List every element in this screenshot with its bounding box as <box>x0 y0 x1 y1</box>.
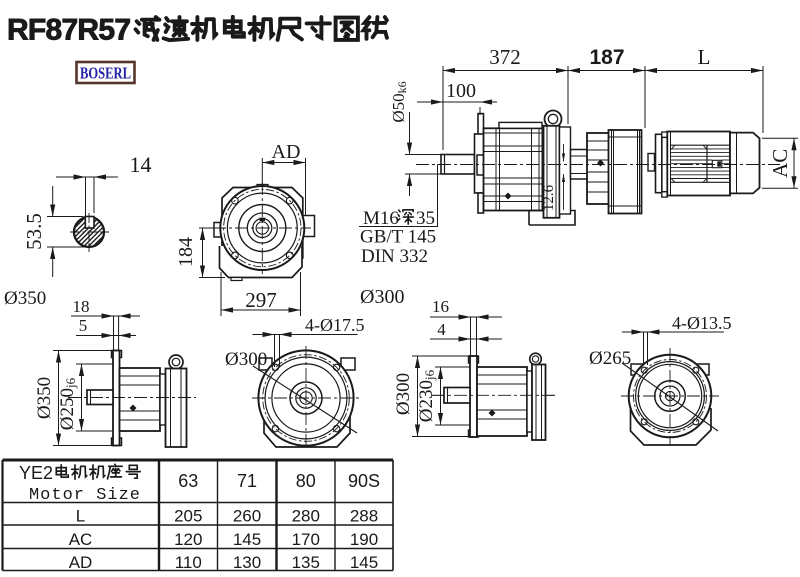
svg-text:135: 135 <box>292 553 320 572</box>
svg-text:4-Ø17.5: 4-Ø17.5 <box>305 315 365 335</box>
svg-text:AC: AC <box>768 149 792 178</box>
svg-text:297: 297 <box>245 288 277 312</box>
svg-text:DIN 332: DIN 332 <box>361 246 428 267</box>
svg-text:Motor Size: Motor Size <box>29 486 141 505</box>
svg-text:AD: AD <box>69 553 93 572</box>
svg-text:187: 187 <box>589 46 624 69</box>
svg-text:53.5: 53.5 <box>22 213 46 250</box>
svg-text:5: 5 <box>79 316 88 335</box>
svg-text:90S: 90S <box>348 471 380 491</box>
svg-text:170: 170 <box>292 530 320 549</box>
svg-text:80: 80 <box>296 471 316 491</box>
svg-text:Ø300: Ø300 <box>225 349 267 370</box>
svg-text:35: 35 <box>416 208 435 229</box>
svg-text:100: 100 <box>446 80 476 102</box>
svg-text:120: 120 <box>174 530 202 549</box>
svg-text:Ø350: Ø350 <box>4 288 46 309</box>
svg-text:190: 190 <box>350 530 378 549</box>
svg-text:Ø350: Ø350 <box>34 377 55 419</box>
svg-text:4-Ø13.5: 4-Ø13.5 <box>672 313 732 333</box>
svg-text:71: 71 <box>237 471 257 491</box>
svg-text:12.6: 12.6 <box>541 184 557 211</box>
svg-text:372: 372 <box>489 45 521 69</box>
svg-text:AD: AD <box>272 141 301 163</box>
svg-text:145: 145 <box>233 530 261 549</box>
svg-text:GB/T 145: GB/T 145 <box>360 227 436 248</box>
svg-text:Ø265: Ø265 <box>589 348 631 369</box>
svg-text:Ø250j6: Ø250j6 <box>57 377 78 430</box>
svg-text:130: 130 <box>233 553 261 572</box>
svg-text:BOSERL: BOSERL <box>80 64 131 83</box>
svg-text:4: 4 <box>437 320 446 339</box>
svg-text:63: 63 <box>178 471 198 491</box>
svg-text:14: 14 <box>130 152 152 177</box>
svg-text:YE2: YE2 <box>19 463 53 483</box>
svg-text:288: 288 <box>350 507 378 526</box>
svg-text:184: 184 <box>175 237 197 267</box>
svg-text:M16: M16 <box>363 208 399 229</box>
svg-text:18: 18 <box>73 297 90 316</box>
svg-text:110: 110 <box>175 553 202 572</box>
svg-text:16: 16 <box>432 297 449 316</box>
svg-text:280: 280 <box>292 507 320 526</box>
svg-text:L: L <box>698 45 711 69</box>
svg-text:260: 260 <box>233 507 261 526</box>
svg-text:205: 205 <box>174 507 202 526</box>
svg-text:RF87R57: RF87R57 <box>7 14 131 47</box>
svg-text:145: 145 <box>350 553 378 572</box>
svg-text:L: L <box>76 507 85 526</box>
svg-text:Ø230j6: Ø230j6 <box>416 369 437 422</box>
svg-text:Ø300: Ø300 <box>393 373 414 415</box>
svg-text:Ø300: Ø300 <box>360 286 404 308</box>
svg-text:AC: AC <box>69 530 93 549</box>
